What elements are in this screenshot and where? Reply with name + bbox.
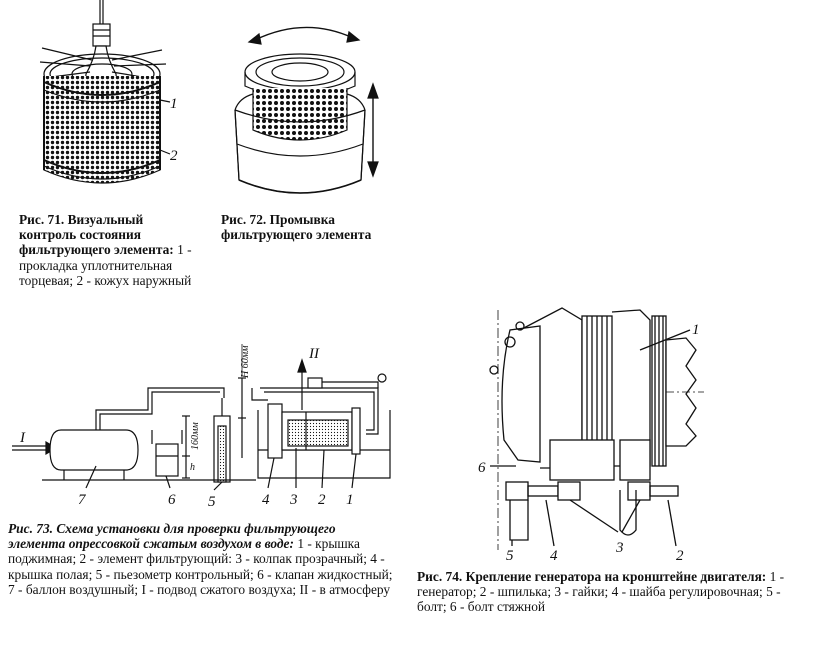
filter-element-washing-illustration — [234, 26, 379, 194]
fig71-label-1: 1 — [170, 96, 178, 112]
fig72-caption: Рис. 72. Промывка фильтрующего элемента — [221, 212, 386, 242]
fig72-caption-title: Рис. 72. Промывка фильтрующего элемента — [221, 212, 372, 243]
figure-73-drawing: 7 6 5 4 3 2 1 I II H 60мм 160мм h — [6, 338, 406, 518]
fig74-caption: Рис. 74. Крепление генератора на кронште… — [417, 569, 797, 615]
fig74-caption-body: 1 - генератор; 2 - шпилька; 3 - гайки; 4… — [417, 569, 785, 615]
fig74-label-1: 1 — [692, 322, 700, 338]
compressed-air-test-scheme: 7 6 5 4 3 2 1 I II H 60мм 160мм h — [12, 344, 391, 510]
fig73-label-2: 2 — [318, 492, 326, 508]
generator-mounting-drawing: 1 2 3 4 5 6 — [478, 307, 704, 564]
fig73-label-5: 5 — [208, 494, 216, 510]
fig73-label-7: 7 — [78, 492, 87, 508]
fig74-label-5: 5 — [506, 548, 514, 564]
fig74-label-3: 3 — [615, 540, 624, 556]
filter-element-inspection-illustration: 1 2 — [39, 0, 178, 184]
fig73-label-6: 6 — [168, 492, 176, 508]
fig73-caption-body: 1 - крышка поджимная; 2 - элемент фильтр… — [8, 536, 393, 597]
fig74-label-6: 6 — [478, 460, 486, 476]
fig71-caption: Рис. 71. Визуальный контроль состояния ф… — [19, 212, 199, 288]
fig71-caption-title: Рис. 71. Визуальный контроль состояния ф… — [19, 212, 174, 258]
fig73-dim-h: h — [190, 462, 195, 473]
fig71-label-2: 2 — [170, 148, 178, 164]
fig73-caption: Рис. 73. Схема установки для проверки фи… — [8, 521, 396, 597]
fig73-label-I: I — [19, 430, 26, 446]
fig73-dim-H: H 60мм — [240, 345, 251, 379]
figure-71-drawing: 1 2 — [20, 0, 210, 205]
fig73-label-II: II — [308, 346, 320, 362]
figure-74-drawing: 1 2 3 4 5 6 — [470, 290, 720, 568]
fig74-caption-title: Рис. 74. Крепление генератора на кронште… — [417, 569, 767, 584]
fig73-label-1: 1 — [346, 492, 354, 508]
fig73-label-4: 4 — [262, 492, 270, 508]
fig74-label-2: 2 — [676, 548, 684, 564]
fig71-caption-body: 1 - прокладка уплотнительная торцевая; 2… — [19, 242, 192, 288]
fig74-label-4: 4 — [550, 548, 558, 564]
fig73-caption-title: Рис. 73. Схема установки для проверки фи… — [8, 521, 336, 552]
figure-72-drawing — [225, 10, 395, 205]
fig73-dim-160: 160мм — [190, 422, 201, 450]
fig73-label-3: 3 — [289, 492, 298, 508]
